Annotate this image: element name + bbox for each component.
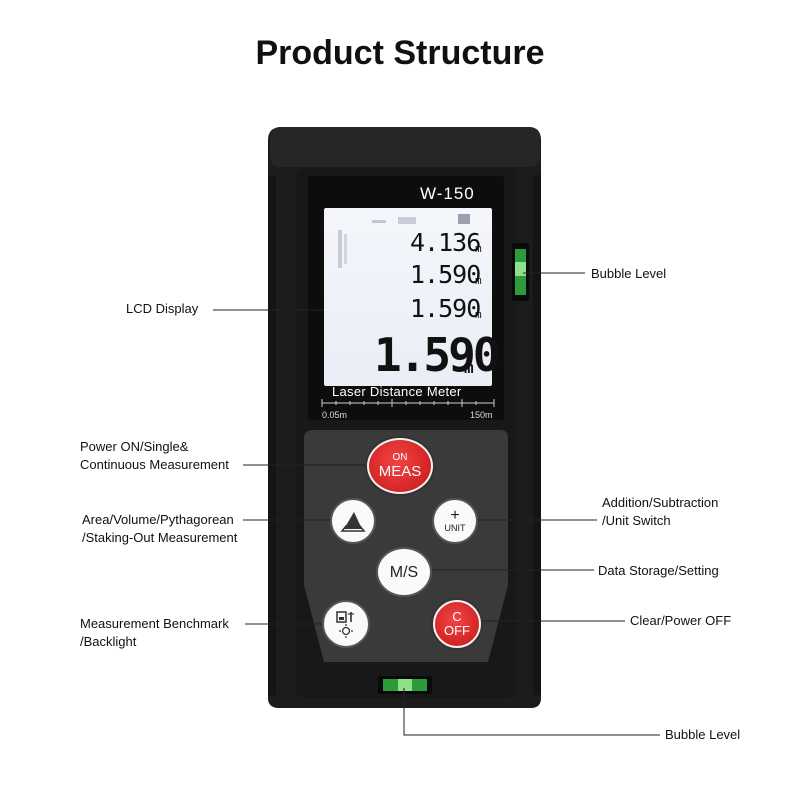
callout-clear-text: Clear/Power OFF bbox=[630, 613, 732, 628]
callout-lines bbox=[213, 272, 660, 736]
area-volume-icon bbox=[340, 512, 366, 532]
lcd-display: 4.136 m 1.590 m 1.590 m 1.590 m bbox=[324, 208, 500, 386]
lcd-reading-3: 1.590 bbox=[410, 294, 481, 323]
callout-benchmark-line1: Measurement Benchmark bbox=[80, 616, 229, 631]
callout-power-line2: Continuous Measurement bbox=[80, 457, 229, 472]
model-name: W-150 bbox=[420, 184, 475, 203]
lcd-segments bbox=[338, 214, 470, 268]
area-volume-button[interactable] bbox=[330, 498, 376, 544]
callout-bubble-side: Bubble Level bbox=[591, 265, 666, 283]
callout-lcd-text: LCD Display bbox=[126, 301, 199, 316]
callout-area: Area/Volume/Pythagorean /Staking-Out Mea… bbox=[82, 511, 237, 547]
unit-button-top-label: + bbox=[450, 506, 460, 524]
callout-area-line2: /Staking-Out Measurement bbox=[82, 530, 238, 545]
clear-button-top-label: C bbox=[452, 609, 462, 624]
callout-benchmark: Measurement Benchmark /Backlight bbox=[80, 615, 229, 651]
left-grip bbox=[268, 175, 276, 695]
callout-addsub: Addition/Subtraction /Unit Switch bbox=[602, 494, 718, 530]
lcd-unit-2: m bbox=[475, 274, 482, 287]
callout-storage-text: Data Storage/Setting bbox=[598, 563, 719, 578]
callout-power: Power ON/Single& Continuous Measurement bbox=[80, 438, 229, 474]
callout-addsub-line2: /Unit Switch bbox=[602, 513, 671, 528]
callout-bubble-side-text: Bubble Level bbox=[591, 266, 667, 281]
scale-max-label: 150m bbox=[470, 410, 493, 420]
meas-button-label: MEAS bbox=[378, 463, 422, 480]
callout-lcd-display: LCD Display bbox=[126, 300, 198, 318]
unit-button-label: UNIT bbox=[444, 522, 466, 533]
callout-storage: Data Storage/Setting bbox=[598, 562, 719, 580]
benchmark-backlight-icon bbox=[336, 611, 354, 638]
lcd-reading-1: 4.136 bbox=[410, 228, 481, 257]
lcd-unit-3: m bbox=[475, 308, 482, 321]
lcd-unit-1: m bbox=[475, 242, 482, 255]
right-grip bbox=[533, 175, 541, 695]
callout-bubble-bottom: Bubble Level bbox=[665, 726, 740, 744]
clear-button-label: OFF bbox=[444, 623, 470, 638]
ms-button[interactable]: M/S bbox=[376, 547, 432, 597]
callout-area-line1: Area/Volume/Pythagorean bbox=[82, 512, 234, 527]
lcd-main-reading: 1.590 bbox=[374, 328, 500, 382]
lcd-reading-2: 1.590 bbox=[410, 260, 481, 289]
unit-button[interactable]: + UNIT bbox=[432, 498, 478, 544]
device-caption: Laser Distance Meter bbox=[332, 384, 462, 399]
meas-button[interactable]: ON MEAS bbox=[367, 438, 433, 494]
callout-clear: Clear/Power OFF bbox=[630, 612, 731, 630]
callout-bubble-bottom-text: Bubble Level bbox=[665, 727, 741, 742]
ms-button-label: M/S bbox=[389, 563, 419, 581]
lcd-main-unit: m bbox=[464, 358, 474, 377]
page-title: Product Structure bbox=[255, 34, 545, 72]
meas-button-top-label: ON bbox=[392, 452, 408, 463]
callout-benchmark-line2: /Backlight bbox=[80, 634, 137, 649]
benchmark-backlight-button[interactable] bbox=[322, 600, 370, 648]
callout-addsub-line1: Addition/Subtraction bbox=[602, 495, 719, 510]
device-top-cap bbox=[270, 127, 540, 167]
callout-power-line1: Power ON/Single& bbox=[80, 439, 189, 454]
clear-off-button[interactable]: C OFF bbox=[433, 600, 481, 648]
scale-ticks bbox=[321, 399, 495, 407]
scale-min-label: 0.05m bbox=[322, 410, 348, 420]
